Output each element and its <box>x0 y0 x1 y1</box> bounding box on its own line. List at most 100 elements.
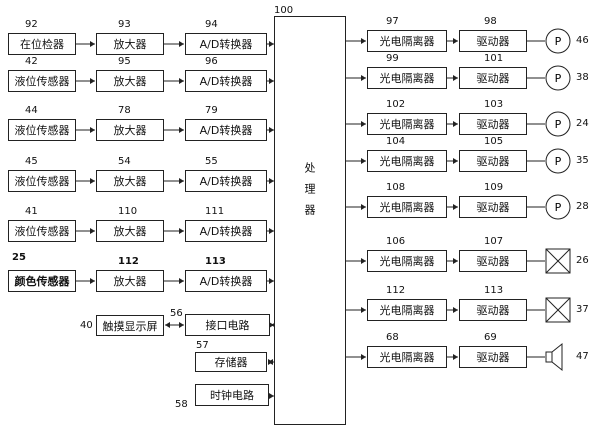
amp-to-ad-arrow-head <box>179 178 184 184</box>
sensor-block: 在位检器 <box>8 33 76 55</box>
pump-icon <box>545 148 571 174</box>
amplifier-number: 93 <box>118 19 131 30</box>
amplifier-block: 放大器 <box>96 70 164 92</box>
storage-number: 57 <box>196 340 209 351</box>
isolator-to-driver-arrow-head <box>453 354 458 360</box>
amplifier-block: 放大器 <box>96 220 164 242</box>
pump-icon <box>545 194 571 220</box>
driver-block: 驱动器 <box>459 299 527 321</box>
driver-number: 103 <box>484 99 504 110</box>
sensor-to-amp-arrow-head <box>90 127 95 133</box>
amplifier-number: 54 <box>118 156 131 167</box>
sensor-number: 25 <box>12 252 26 263</box>
isolator-to-driver-arrow-head <box>453 307 458 313</box>
storage-block: 存储器 <box>195 352 267 372</box>
isolator-to-driver-arrow-head <box>453 38 458 44</box>
clock-to-processor-arrow-head <box>269 393 274 399</box>
isolator-number: 106 <box>386 236 406 247</box>
processor-to-isolator-arrow-head <box>361 204 366 210</box>
ad-converter-number: 96 <box>205 56 218 67</box>
amplifier-number: 95 <box>118 56 131 67</box>
isolator-number: 102 <box>386 99 406 110</box>
device-number: 38 <box>576 72 589 83</box>
driver-block: 驱动器 <box>459 67 527 89</box>
device-number: 35 <box>576 155 589 166</box>
processor-number: 100 <box>274 5 294 16</box>
sensor-to-amp-arrow-head <box>90 278 95 284</box>
ad-to-processor-arrow-head <box>269 228 274 234</box>
processor-to-isolator-arrow-head <box>361 38 366 44</box>
processor-to-isolator-arrow-head <box>361 307 366 313</box>
amplifier-block: 放大器 <box>96 119 164 141</box>
amp-to-ad-arrow-head <box>179 228 184 234</box>
amp-to-ad-arrow-head <box>179 278 184 284</box>
ad-to-processor-arrow-head <box>269 78 274 84</box>
driver-number: 113 <box>484 285 504 296</box>
ad-converter-block: A/D转换器 <box>185 33 267 55</box>
storage-to-processor-arrow-head <box>268 359 273 365</box>
amplifier-block: 放大器 <box>96 33 164 55</box>
pump-symbol: P <box>555 155 562 168</box>
pump-icon <box>545 28 571 54</box>
isolator-number: 108 <box>386 182 406 193</box>
driver-block: 驱动器 <box>459 346 527 368</box>
pump-icon <box>545 111 571 137</box>
optocoupler-block: 光电隔离器 <box>367 113 447 135</box>
ad-converter-block: A/D转换器 <box>185 270 267 292</box>
driver-number: 69 <box>484 332 497 343</box>
driver-block: 驱动器 <box>459 250 527 272</box>
device-number: 46 <box>576 35 589 46</box>
pump-symbol: P <box>555 35 562 48</box>
driver-number: 105 <box>484 136 504 147</box>
processor-to-isolator-arrow-head <box>361 75 366 81</box>
pump-symbol: P <box>555 72 562 85</box>
valve-icon-cross <box>545 248 571 274</box>
driver-block: 驱动器 <box>459 150 527 172</box>
isolator-to-driver-arrow-head <box>453 75 458 81</box>
sensor-to-amp-arrow-head <box>90 228 95 234</box>
amplifier-number: 112 <box>118 256 139 267</box>
optocoupler-block: 光电隔离器 <box>367 67 447 89</box>
sensor-block: 液位传感器 <box>8 119 76 141</box>
device-number: 28 <box>576 201 589 212</box>
sensor-to-amp-arrow-head <box>90 41 95 47</box>
ad-to-processor-arrow-head <box>269 41 274 47</box>
touch-display-block: 触摸显示屏 <box>96 315 164 336</box>
ad-converter-block: A/D转换器 <box>185 170 267 192</box>
processor-to-isolator-arrow-head <box>361 158 366 164</box>
optocoupler-block: 光电隔离器 <box>367 196 447 218</box>
sensor-number: 45 <box>25 156 38 167</box>
amp-to-ad-arrow-head <box>179 127 184 133</box>
optocoupler-block: 光电隔离器 <box>367 250 447 272</box>
ad-converter-block: A/D转换器 <box>185 220 267 242</box>
ad-converter-number: 94 <box>205 19 218 30</box>
sensor-number: 41 <box>25 206 38 217</box>
ad-converter-number: 113 <box>205 256 226 267</box>
interface-circuit-block: 接口电路 <box>185 314 270 336</box>
isolator-number: 68 <box>386 332 399 343</box>
driver-block: 驱动器 <box>459 30 527 52</box>
amplifier-block: 放大器 <box>96 170 164 192</box>
optocoupler-block: 光电隔离器 <box>367 346 447 368</box>
ad-converter-block: A/D转换器 <box>185 119 267 141</box>
optocoupler-block: 光电隔离器 <box>367 30 447 52</box>
clock-number: 58 <box>175 399 188 410</box>
ad-converter-number: 79 <box>205 105 218 116</box>
device-number: 26 <box>576 255 589 266</box>
isolator-number: 97 <box>386 16 399 27</box>
optocoupler-block: 光电隔离器 <box>367 299 447 321</box>
isolator-number: 112 <box>386 285 406 296</box>
isolator-to-driver-arrow-head <box>453 158 458 164</box>
ad-to-processor-arrow-head <box>269 178 274 184</box>
display-to-interface-arrow-head <box>179 322 184 328</box>
driver-number: 107 <box>484 236 504 247</box>
clock-circuit-block: 时钟电路 <box>195 384 269 406</box>
interface-number: 56 <box>170 308 183 319</box>
sensor-block: 液位传感器 <box>8 170 76 192</box>
driver-number: 98 <box>484 16 497 27</box>
amp-to-ad-arrow-head <box>179 78 184 84</box>
valve-icon-cross <box>545 297 571 323</box>
amplifier-number: 110 <box>118 206 138 217</box>
